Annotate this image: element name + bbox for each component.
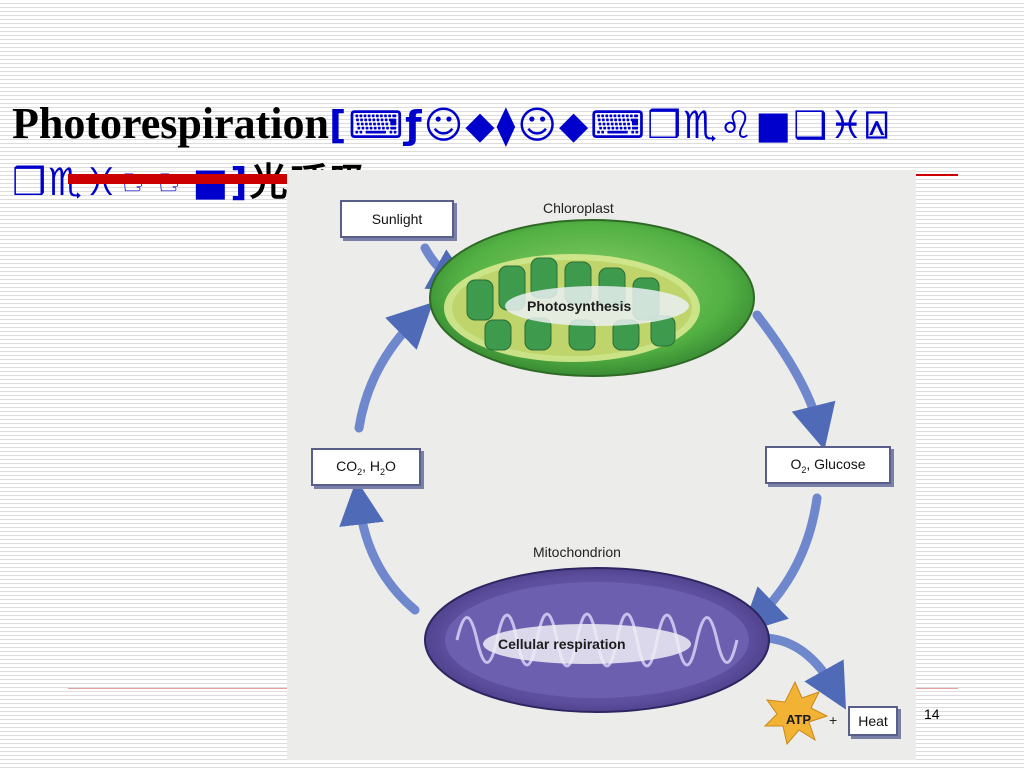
photosynthesis-respiration-cycle-figure: Sunlight Chloroplast Photosynthesis CO2,… bbox=[287, 170, 916, 760]
mitochondrion-label: Mitochondrion bbox=[533, 544, 621, 560]
cycle-diagram-graphic bbox=[339, 219, 846, 746]
slide-number: 14 bbox=[924, 706, 940, 722]
mitochondrion-graphic bbox=[424, 567, 770, 713]
cellular-respiration-label: Cellular respiration bbox=[498, 636, 626, 652]
o2-glucose-label: O2, Glucose bbox=[790, 455, 866, 475]
plus-sign: + bbox=[829, 712, 838, 728]
title-main-text: Photorespiration bbox=[12, 99, 329, 148]
arrow-reactants-to-chloroplast bbox=[354, 302, 434, 433]
atp-label: ATP bbox=[786, 712, 812, 727]
title-divider-accent bbox=[68, 176, 298, 184]
photosynthesis-label: Photosynthesis bbox=[527, 298, 632, 314]
co2-h2o-label: CO2, H2O bbox=[336, 457, 396, 477]
cycle-arrows bbox=[339, 243, 846, 710]
chloroplast-label: Chloroplast bbox=[543, 200, 614, 216]
arrow-mitochondrion-to-heat bbox=[760, 633, 846, 710]
slide-title: Photorespiration[⌨ƒ☺◆⧫☺◆⌨❒♏♌■❑♓⍓ bbox=[12, 96, 890, 153]
title-symbol-text: [⌨ƒ☺◆⧫☺◆⌨❒♏♌■❑♓⍓ bbox=[328, 103, 891, 147]
co2-h2o-box: CO2, H2O bbox=[311, 448, 421, 486]
chloroplast-graphic bbox=[429, 219, 755, 377]
sunlight-label: Sunlight bbox=[371, 211, 423, 227]
atp-star-graphic bbox=[763, 680, 829, 746]
arrow-chloroplast-to-products bbox=[752, 310, 836, 450]
o2-glucose-box: O2, Glucose bbox=[765, 446, 891, 484]
arrow-products-to-mitochondrion bbox=[740, 493, 822, 634]
heat-box: Heat bbox=[848, 706, 898, 736]
arrow-mitochondrion-to-reactants bbox=[339, 479, 420, 615]
heat-label: Heat bbox=[858, 713, 888, 729]
sunlight-box: Sunlight bbox=[340, 200, 454, 238]
